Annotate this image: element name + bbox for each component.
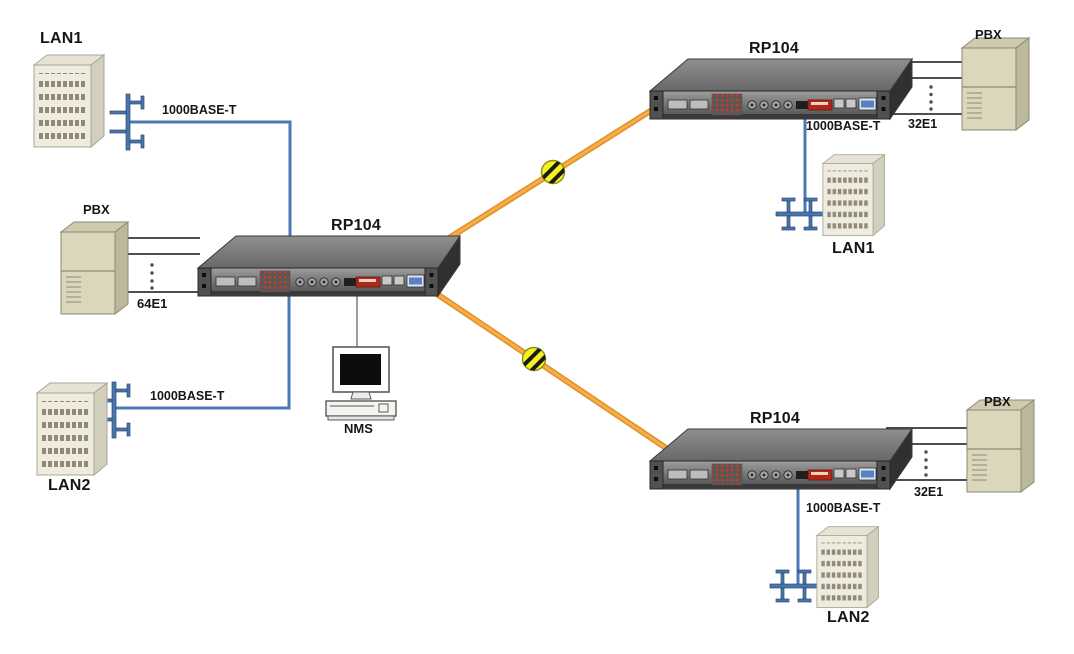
building-lan2-right [816, 526, 879, 609]
label-64e1-left: 64E1 [137, 296, 168, 311]
label-32e1-top-right: 32E1 [908, 117, 938, 131]
label-pbx-left: PBX [83, 202, 110, 217]
label-rp104-top-right: RP104 [749, 40, 799, 57]
ethernet-bus-lan1-right [775, 197, 831, 231]
label-lan2-left: LAN2 [48, 477, 91, 494]
label-pbx-bottom-right: PBX [984, 394, 1011, 409]
building-lan2-left [36, 382, 108, 476]
ethernet-link-lan2-left [116, 296, 291, 410]
e1-trunk-left [127, 237, 200, 293]
rp104-device-top-right [649, 58, 913, 120]
pbx-box-bottom-right [966, 399, 1035, 493]
label-nms: NMS [344, 421, 373, 436]
label-1000base-t-lan1-right: 1000BASE-T [806, 119, 881, 133]
label-rp104-center: RP104 [331, 217, 381, 234]
building-lan1-left [33, 54, 105, 148]
label-1000base-t-lan1-left: 1000BASE-T [162, 103, 237, 117]
label-1000base-t-lan2-right: 1000BASE-T [806, 501, 881, 515]
label-lan1-right: LAN1 [832, 240, 875, 257]
pbx-box-top-right [961, 37, 1030, 131]
label-pbx-top-right: PBX [975, 27, 1002, 42]
nms-computer-icon [325, 346, 397, 421]
pbx-box-left [60, 221, 129, 315]
rp104-device-center [197, 235, 461, 297]
label-lan1-left: LAN1 [40, 30, 83, 47]
building-lan1-right [822, 154, 885, 237]
fiber-splice-icon-top [542, 161, 567, 186]
fiber-link-bottom [425, 285, 675, 455]
fiber-link-top [427, 105, 658, 253]
ethernet-link-lan1-left [130, 120, 292, 240]
rp104-device-bottom-right [649, 428, 913, 490]
label-rp104-bottom-right: RP104 [750, 410, 800, 427]
label-32e1-bottom-right: 32E1 [914, 485, 944, 499]
label-1000base-t-lan2-left: 1000BASE-T [150, 389, 225, 403]
label-lan2-right: LAN2 [827, 609, 870, 626]
